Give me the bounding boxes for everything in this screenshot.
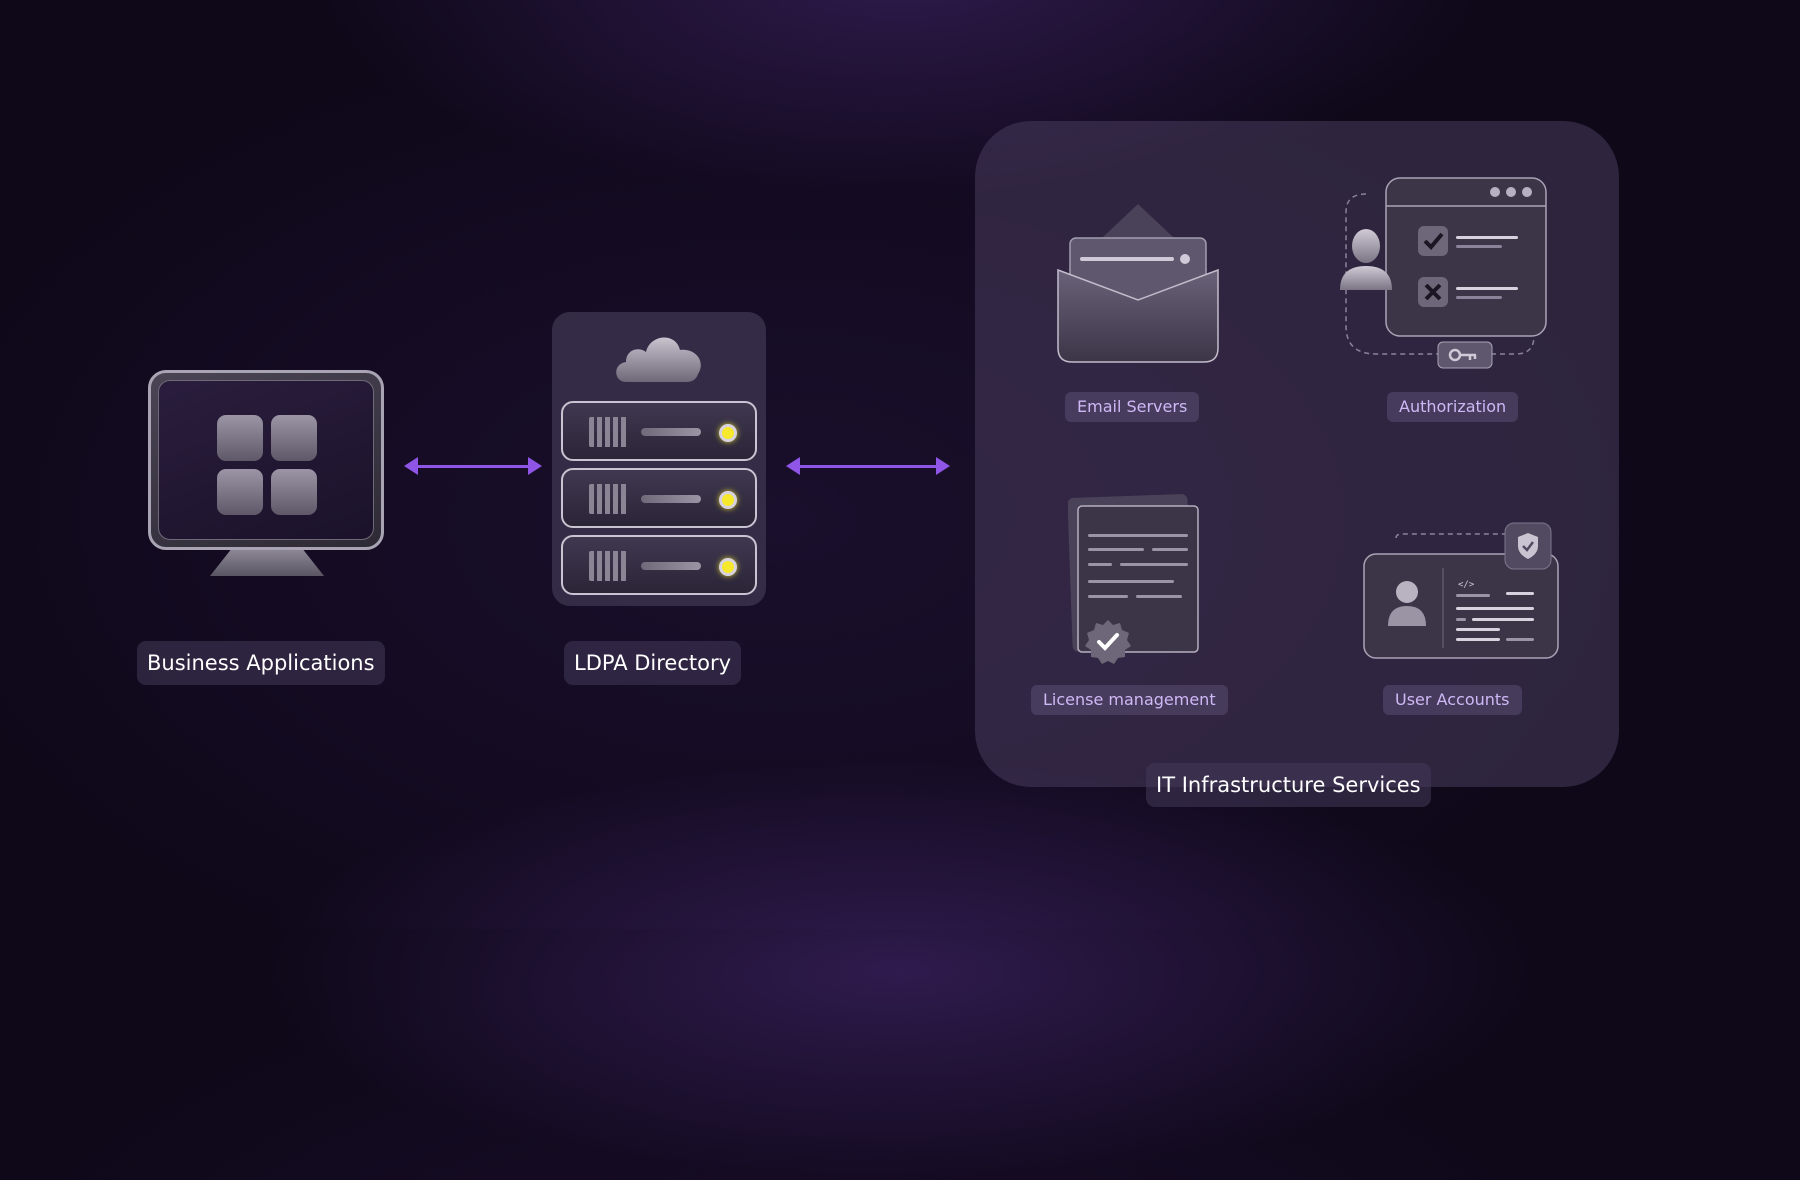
id-card-icon bbox=[1363, 533, 1559, 659]
status-led bbox=[719, 558, 737, 576]
app-tile bbox=[271, 415, 317, 461]
apps-grid-icon bbox=[217, 415, 263, 461]
shield-icon bbox=[1504, 522, 1552, 570]
arrow-directory-to-services bbox=[786, 457, 950, 475]
envelope-icon bbox=[1057, 204, 1219, 363]
user-icon bbox=[1340, 229, 1392, 290]
background-glow-bottom bbox=[250, 760, 1550, 1180]
app-tile bbox=[217, 469, 263, 515]
document-icon bbox=[1068, 494, 1199, 653]
checklist-window-icon bbox=[1345, 177, 1547, 369]
it-infrastructure-label: IT Infrastructure Services bbox=[1146, 763, 1431, 807]
email-servers-label: Email Servers bbox=[1065, 392, 1200, 422]
cloud-icon bbox=[616, 337, 701, 382]
arrow-apps-to-directory bbox=[404, 457, 542, 475]
rack-slot bbox=[641, 562, 701, 570]
rack-slot bbox=[641, 495, 701, 503]
monitor-stand bbox=[210, 550, 324, 576]
business-applications-label: Business Applications bbox=[137, 641, 385, 685]
authorization-label: Authorization bbox=[1387, 392, 1519, 422]
server-rack-icon bbox=[561, 401, 757, 461]
verified-badge-icon bbox=[1085, 620, 1131, 664]
code-tag: </> bbox=[1458, 580, 1475, 590]
user-accounts-label: User Accounts bbox=[1383, 685, 1522, 715]
monitor-screen bbox=[158, 380, 374, 540]
status-led bbox=[719, 424, 737, 442]
server-rack-icon bbox=[561, 468, 757, 528]
status-led bbox=[719, 491, 737, 509]
rack-grille bbox=[589, 417, 627, 447]
app-tile bbox=[271, 469, 317, 515]
rack-grille bbox=[589, 484, 627, 514]
license-management-label: License management bbox=[1031, 685, 1228, 715]
server-rack-icon bbox=[561, 535, 757, 595]
rack-slot bbox=[641, 428, 701, 436]
rack-grille bbox=[589, 551, 627, 581]
ldpa-directory-label: LDPA Directory bbox=[564, 641, 742, 685]
